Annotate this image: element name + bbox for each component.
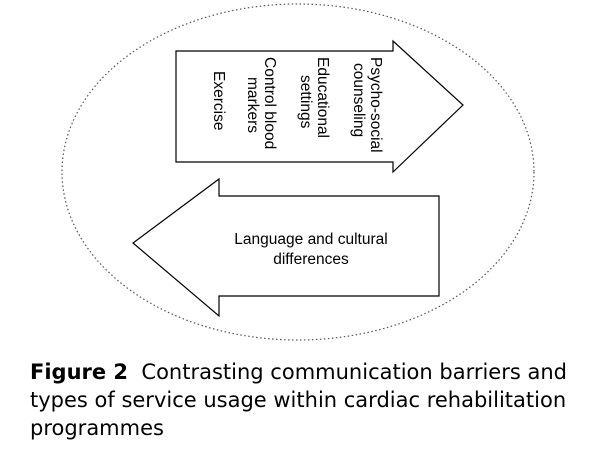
right-arrow-line-3: Educational [314,57,331,138]
left-arrow-line-1: Language and cultural [234,231,387,248]
left-arrow [132,177,440,318]
left-arrow-line-2: differences [273,251,349,268]
right-arrow-line-1: Psycho-social [367,57,384,153]
diagram: Psycho-social counseling Educational set… [61,3,535,341]
right-arrow-line-5: Control blood [261,57,278,149]
right-arrow-line-4: settings [297,75,314,129]
right-arrow-label: Psycho-social counseling Educational set… [210,57,384,153]
caption-label: Figure 2 [30,360,129,384]
figure-caption: Figure 2 Contrasting communication barri… [30,358,590,442]
caption-text: Contrasting communication barriers and t… [30,360,567,440]
outer-ellipse [61,3,535,341]
right-arrow-line-2: counseling [350,63,367,137]
right-arrow-line-6: markers [244,77,261,133]
right-arrow [175,39,464,174]
right-arrow-line-7: Exercise [210,71,227,130]
